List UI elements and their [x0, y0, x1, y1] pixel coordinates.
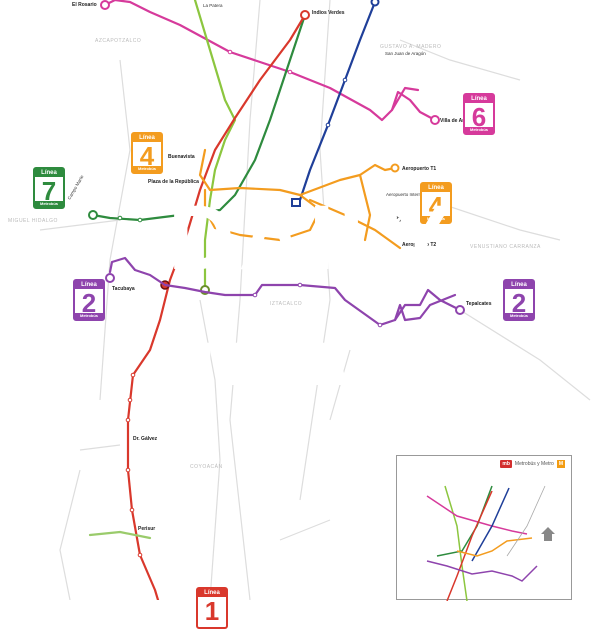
- line-6-route: [103, 0, 437, 122]
- station-label: Campo Marte: [67, 174, 85, 201]
- district-label: VENUSTIANO CARRANZA: [470, 244, 541, 250]
- line-6-branch: [390, 86, 420, 112]
- terminal-el-rosario[interactable]: [100, 0, 110, 10]
- line-4-airport-t2: [308, 198, 402, 250]
- station-label: Villa de Aragón: [440, 118, 476, 124]
- road-network: [39, 0, 591, 600]
- line-2-badge-east[interactable]: Línea 2 Metrobús: [503, 279, 535, 321]
- station-label: Aeropuerto Internacional: [386, 192, 435, 197]
- north-arrow-icon: [541, 527, 555, 541]
- district-label: GUSTAVO A. MADERO: [380, 44, 441, 50]
- station-label: Tacubaya: [112, 286, 135, 292]
- badge-number: 4: [428, 191, 444, 221]
- badge-word: Línea: [75, 281, 103, 289]
- badge-sub: Metrobús: [422, 216, 450, 222]
- line-4-badge[interactable]: Línea 4 Metrobús: [131, 132, 163, 174]
- district-label: COYOACÁN: [190, 463, 223, 470]
- inset-title: mb Metrobús y Metro M: [500, 460, 565, 468]
- airplane-icon: ✈: [396, 211, 406, 225]
- line-4-badge-east[interactable]: Línea 4 Metrobús: [420, 182, 452, 224]
- badge-word: Línea: [133, 134, 161, 142]
- line-1-badge[interactable]: Línea 1: [196, 587, 228, 629]
- watermark-bottom: NEWS: [150, 324, 442, 426]
- line-5-route: [294, 0, 377, 207]
- line-7-badge[interactable]: Línea 7 Metrobús: [33, 167, 65, 209]
- watermark-top: DAILY: [168, 187, 456, 289]
- station-label: Tepalcates: [466, 301, 492, 307]
- badge-sub: Metrobús: [505, 313, 533, 319]
- district-label: IZTACALCO: [270, 301, 302, 307]
- station-label: La Patera: [203, 3, 223, 8]
- station-label: San Juan de Aragón: [385, 51, 426, 56]
- terminal-villa-aragon[interactable]: [430, 115, 440, 125]
- line-3-route: [193, 0, 237, 292]
- badge-sub: Metrobús: [35, 201, 63, 207]
- terminal-san-lazaro[interactable]: [291, 198, 301, 207]
- line-2-badge-west[interactable]: Línea 2 Metrobús: [73, 279, 105, 321]
- station-label: Plaza de la República: [148, 179, 199, 185]
- station-label: Buenavista: [168, 154, 195, 160]
- line-7-route: [91, 13, 307, 222]
- station-label: Aeropuerto T1: [402, 166, 436, 172]
- line-2-branch: [393, 293, 457, 322]
- line-4-airport-t1: [298, 163, 397, 197]
- terminal-campo-marte[interactable]: [88, 210, 98, 220]
- transit-map: AZCAPOTZALCO GUSTAVO A. MADERO MIGUEL HI…: [8, 0, 591, 600]
- badge-sub: Metrobús: [133, 166, 161, 172]
- metro-connection-line: [88, 530, 152, 540]
- inset-title-text: Metrobús y Metro: [514, 461, 554, 467]
- station-label: Aeropuerto T2: [402, 242, 436, 248]
- badge-number: 4: [139, 141, 155, 171]
- badge-sub: Metrobús: [75, 313, 103, 319]
- line-6-badge[interactable]: Línea 6 Metrobús: [463, 93, 495, 135]
- badge-word: Línea: [505, 281, 533, 289]
- badge-word: Línea: [465, 95, 493, 103]
- badge-sub: Metrobús: [465, 127, 493, 133]
- terminal-tepalcates[interactable]: [455, 305, 465, 315]
- station-label: Indios Verdes: [312, 10, 345, 16]
- terminal-indios-verdes[interactable]: [300, 10, 310, 20]
- district-label: AZCAPOTZALCO: [95, 38, 141, 44]
- line-4-route: [198, 148, 322, 242]
- line-2-route: [108, 256, 462, 327]
- badge-number: 6: [471, 102, 487, 132]
- station-label: El Rosario: [72, 2, 97, 8]
- station-label: Dr. Gálvez: [133, 436, 158, 442]
- terminal-aeropuerto-t1[interactable]: [390, 163, 400, 173]
- badge-word: Línea: [422, 184, 450, 192]
- badge-number: 7: [41, 176, 57, 206]
- station-label: Perisur: [138, 526, 155, 532]
- metrobus-logo: mb: [500, 460, 512, 468]
- station-dots: [117, 49, 383, 558]
- line-1-route: [126, 13, 307, 600]
- badge-number: 1: [204, 596, 220, 626]
- terminal-tacubaya[interactable]: [105, 273, 115, 283]
- badge-number: 2: [511, 288, 527, 318]
- badge-word: Línea: [35, 169, 63, 177]
- badge-word: Línea: [198, 589, 226, 597]
- district-label: MIGUEL HIDALGO: [8, 218, 58, 224]
- overview-inset-map[interactable]: mb Metrobús y Metro M: [396, 455, 572, 602]
- line-4-airport-t1-loop: [358, 173, 372, 242]
- badge-number: 2: [81, 288, 97, 318]
- metro-logo: M: [556, 460, 565, 468]
- terminal-rio-remedios[interactable]: [370, 0, 380, 7]
- inset-map-lines: [426, 485, 555, 602]
